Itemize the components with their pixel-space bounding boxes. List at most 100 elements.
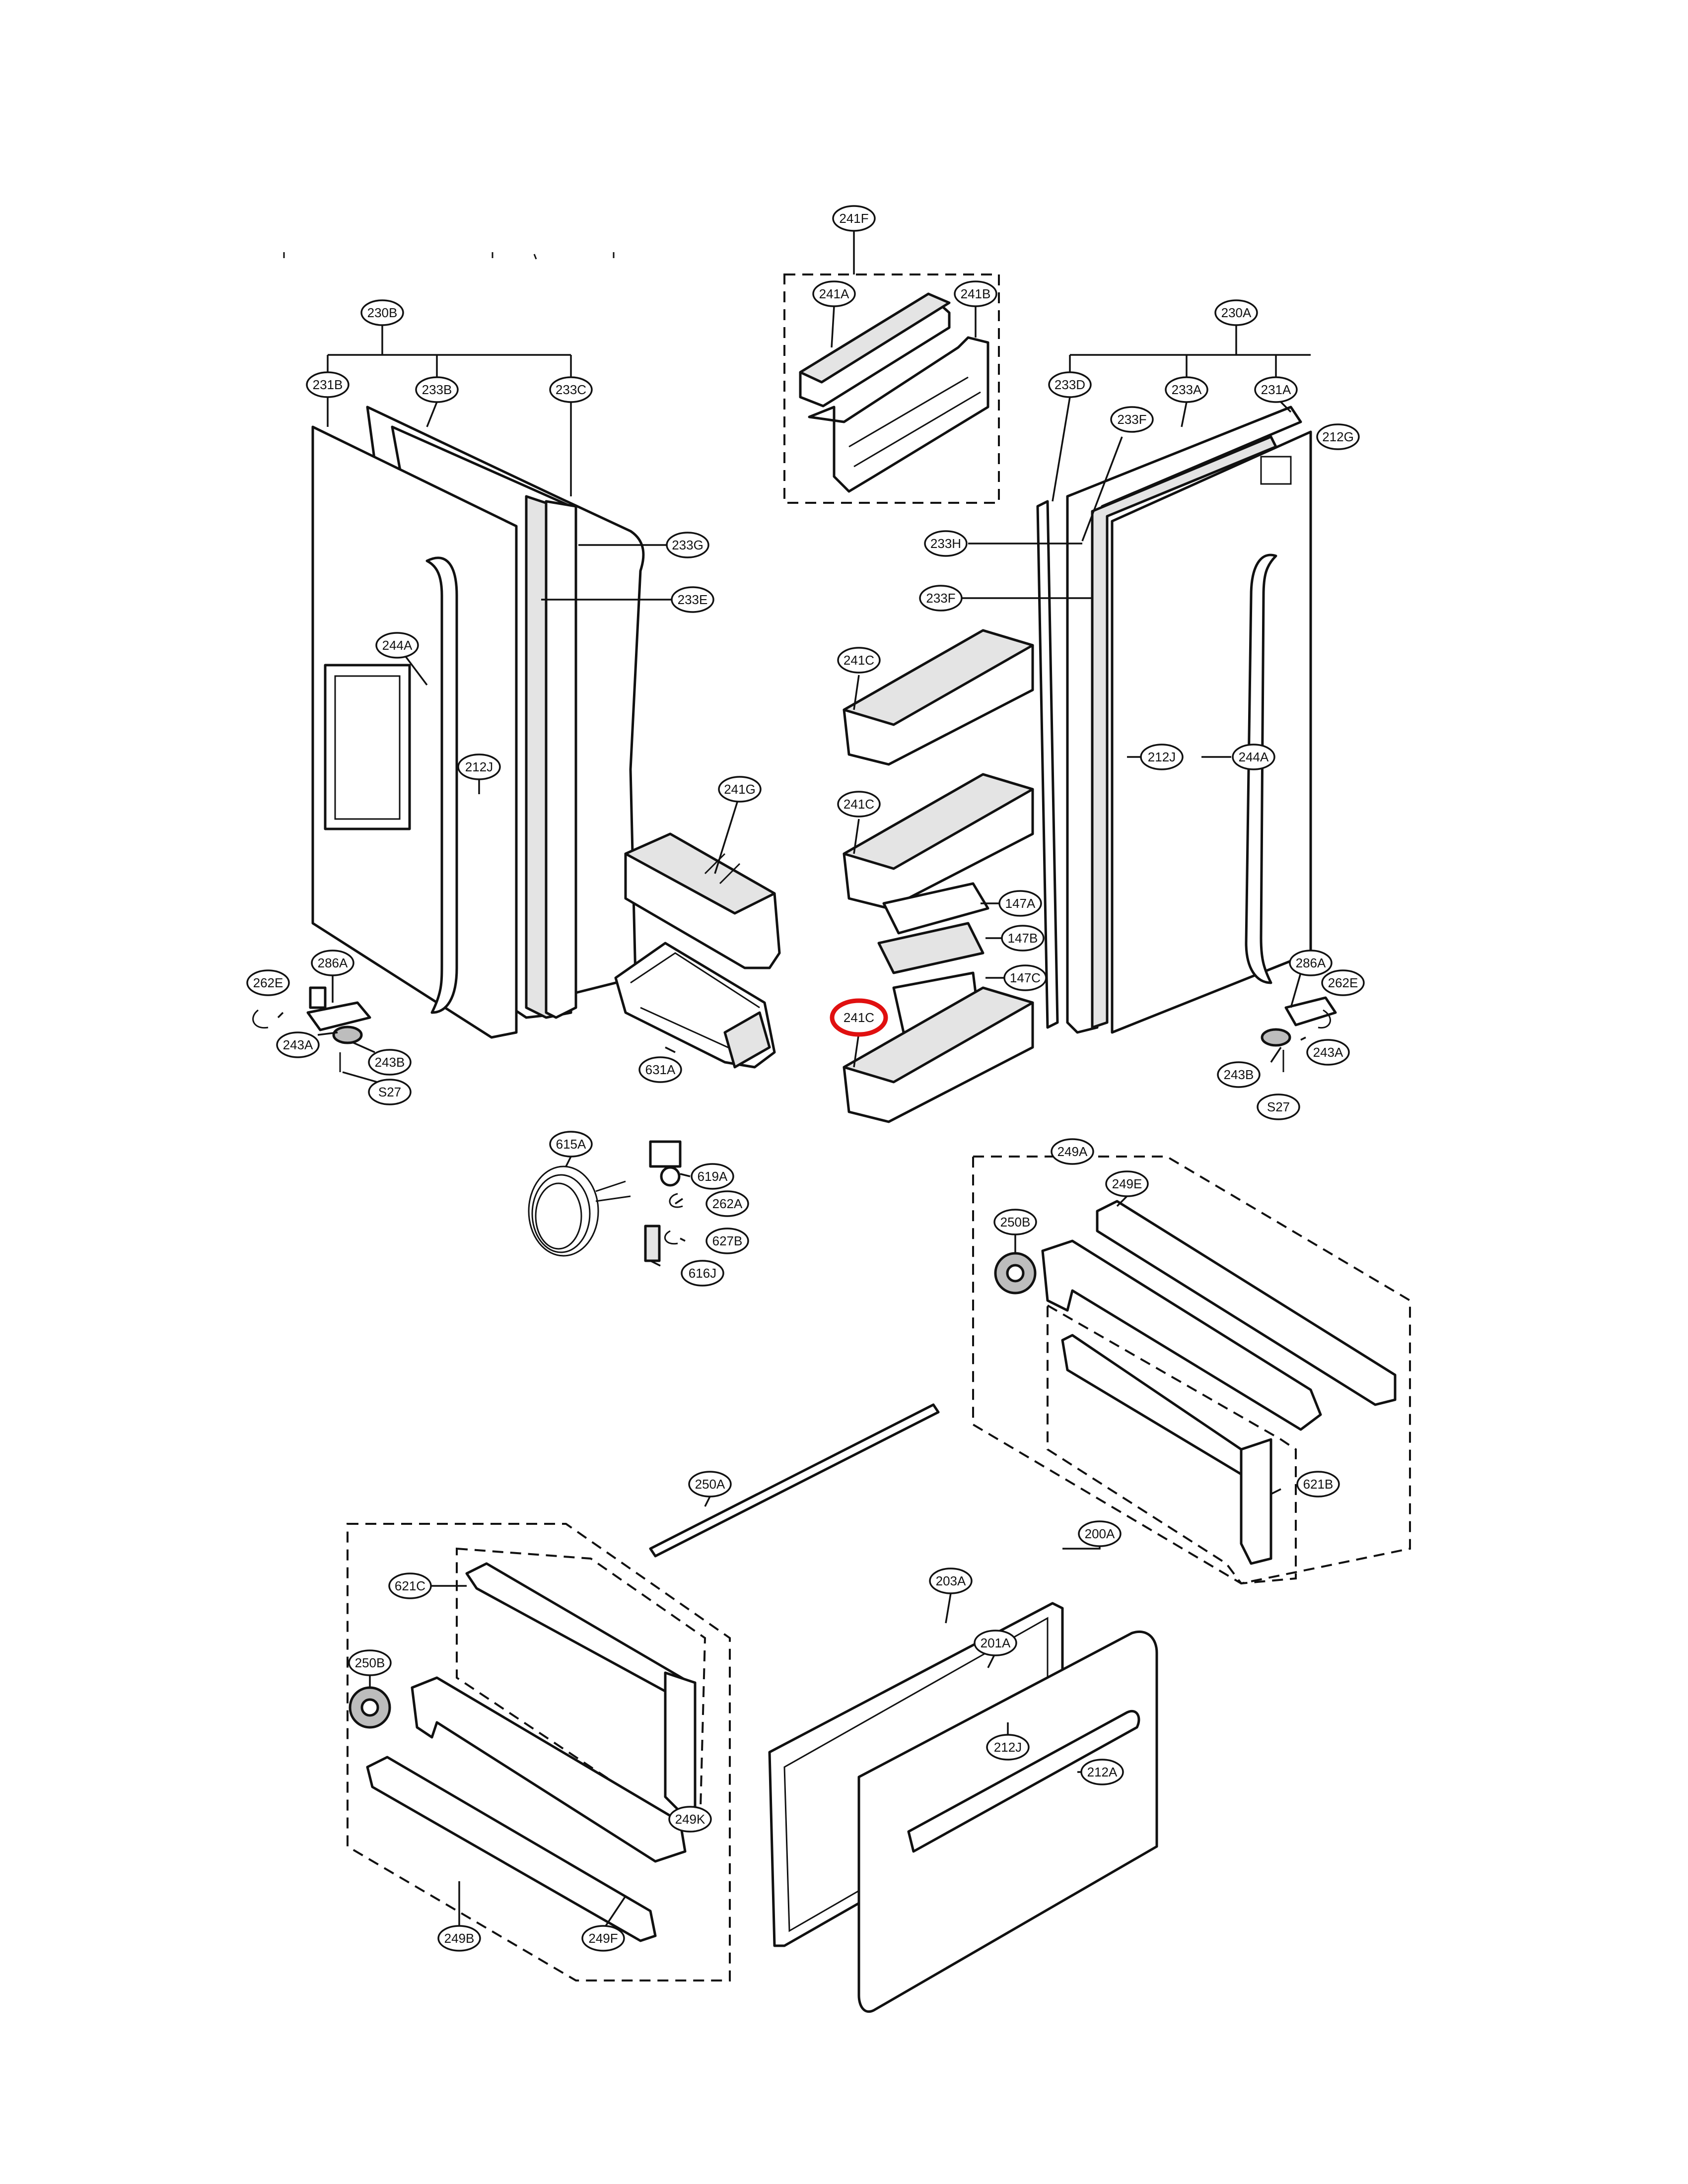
callout-S27-left: S27 [368, 1079, 412, 1105]
callout-text: 286A [1296, 956, 1326, 970]
callout-text: 233F [1117, 412, 1146, 427]
callout-230A: 230A [1214, 299, 1258, 326]
callout-244A-right: 244A [1232, 744, 1275, 770]
callout-text: 615A [556, 1137, 586, 1152]
callout-text: 249E [1112, 1176, 1142, 1191]
callout-text: 212G [1322, 429, 1354, 444]
callout-243A-left: 243A [276, 1031, 320, 1058]
water-tube-assembly [528, 1140, 683, 1262]
callout-text: 230B [367, 305, 398, 320]
callout-text: 249K [675, 1812, 705, 1827]
callout-text: 233H [930, 536, 961, 551]
callout-233E: 233E [671, 586, 714, 613]
rail-assembly-left [347, 1523, 731, 1981]
freezer-drawer [768, 1602, 1158, 2013]
callout-text: 243B [1224, 1067, 1254, 1082]
callout-286A-left: 286A [311, 950, 354, 976]
callout-250A: 250A [688, 1471, 732, 1498]
left-door [252, 406, 645, 1072]
callout-249E: 249E [1105, 1170, 1149, 1197]
callout-286A-right: 286A [1289, 950, 1333, 976]
callout-262A: 262A [705, 1190, 749, 1217]
callout-text: 147C [1010, 970, 1041, 985]
callout-233D: 233D [1048, 371, 1092, 398]
callout-text: 200A [1085, 1526, 1115, 1541]
callout-text: 243B [375, 1055, 405, 1070]
callout-212J-left: 212J [457, 753, 501, 780]
callout-text: 250A [695, 1477, 725, 1492]
callout-147B: 147B [1001, 925, 1045, 952]
callout-text: 621B [1303, 1477, 1334, 1492]
callout-241A: 241A [812, 280, 856, 307]
callout-250B-right: 250B [993, 1209, 1037, 1235]
callout-212J-right: 212J [1140, 744, 1184, 770]
callout-230B: 230B [360, 299, 404, 326]
callout-250B-left: 250B [348, 1649, 392, 1676]
callout-text: 286A [318, 956, 348, 970]
callout-text: 249B [444, 1931, 475, 1946]
callout-241C-1: 241C [837, 647, 881, 674]
callout-212A: 212A [1080, 1759, 1124, 1785]
callout-text: 233G [672, 538, 703, 552]
callout-text: 250B [1000, 1215, 1031, 1229]
callout-243B-left: 243B [368, 1049, 412, 1076]
callout-text: S27 [378, 1085, 401, 1099]
callout-616J: 616J [681, 1260, 724, 1287]
callout-241C-highlighted: 241C [830, 998, 888, 1037]
bin-241g [624, 832, 781, 969]
door-bins-right [843, 629, 1034, 1123]
callout-233B: 233B [415, 376, 459, 403]
callout-text: 249A [1057, 1144, 1088, 1159]
callout-text: 250B [355, 1655, 385, 1670]
callout-615A: 615A [549, 1131, 593, 1158]
door-basket-assembly-box [783, 273, 1000, 504]
callout-text: 262E [1328, 975, 1358, 990]
callout-249K: 249K [668, 1806, 712, 1833]
callout-text: 201A [981, 1636, 1011, 1650]
callout-233G: 233G [666, 532, 709, 558]
callout-231A: 231A [1254, 376, 1298, 403]
callout-text: 147B [1008, 931, 1038, 946]
callout-text: 249F [588, 1931, 618, 1946]
callout-212J-bottom: 212J [986, 1734, 1030, 1761]
bin-631a [614, 942, 776, 1069]
callout-text: 241A [819, 286, 849, 301]
callout-249B: 249B [437, 1925, 481, 1952]
callout-text: 233C [556, 382, 586, 397]
callout-text: S27 [1267, 1099, 1290, 1114]
callout-201A: 201A [974, 1630, 1017, 1656]
callout-text: 233F [926, 591, 955, 606]
callout-text: 233E [678, 592, 708, 607]
callout-text: 241C [844, 1010, 874, 1025]
callout-text: 243A [1313, 1045, 1343, 1060]
callout-147A: 147A [998, 890, 1042, 917]
callout-text: 212J [994, 1740, 1022, 1755]
callout-147C: 147C [1003, 964, 1047, 991]
callout-text: 243A [283, 1037, 313, 1052]
callout-text: 241G [724, 782, 756, 797]
callout-text: 231A [1261, 382, 1291, 397]
callout-200A: 200A [1078, 1520, 1122, 1547]
callout-text: 230A [1221, 305, 1252, 320]
callout-249F: 249F [581, 1925, 625, 1952]
callout-text: 233B [422, 382, 452, 397]
callout-text: 233A [1172, 382, 1202, 397]
callout-231B: 231B [306, 371, 350, 398]
callout-text: 244A [1239, 750, 1269, 764]
callout-233H: 233H [924, 530, 968, 557]
callout-233F: 233F [919, 585, 963, 612]
callout-text: 244A [382, 638, 413, 653]
callout-241G: 241G [718, 776, 762, 803]
callout-249A: 249A [1051, 1138, 1094, 1165]
callout-text: 262A [712, 1196, 743, 1211]
callout-627B: 627B [705, 1228, 749, 1254]
callout-text: 627B [712, 1233, 743, 1248]
leader-lines [277, 231, 1311, 1926]
callout-631A: 631A [638, 1056, 682, 1083]
callout-243A-right: 243A [1306, 1039, 1350, 1066]
callout-619A: 619A [691, 1163, 734, 1190]
callout-241C-2: 241C [837, 791, 881, 818]
callout-text: 241C [844, 797, 874, 812]
callout-text: 203A [936, 1573, 966, 1588]
stray-marks [283, 252, 615, 260]
